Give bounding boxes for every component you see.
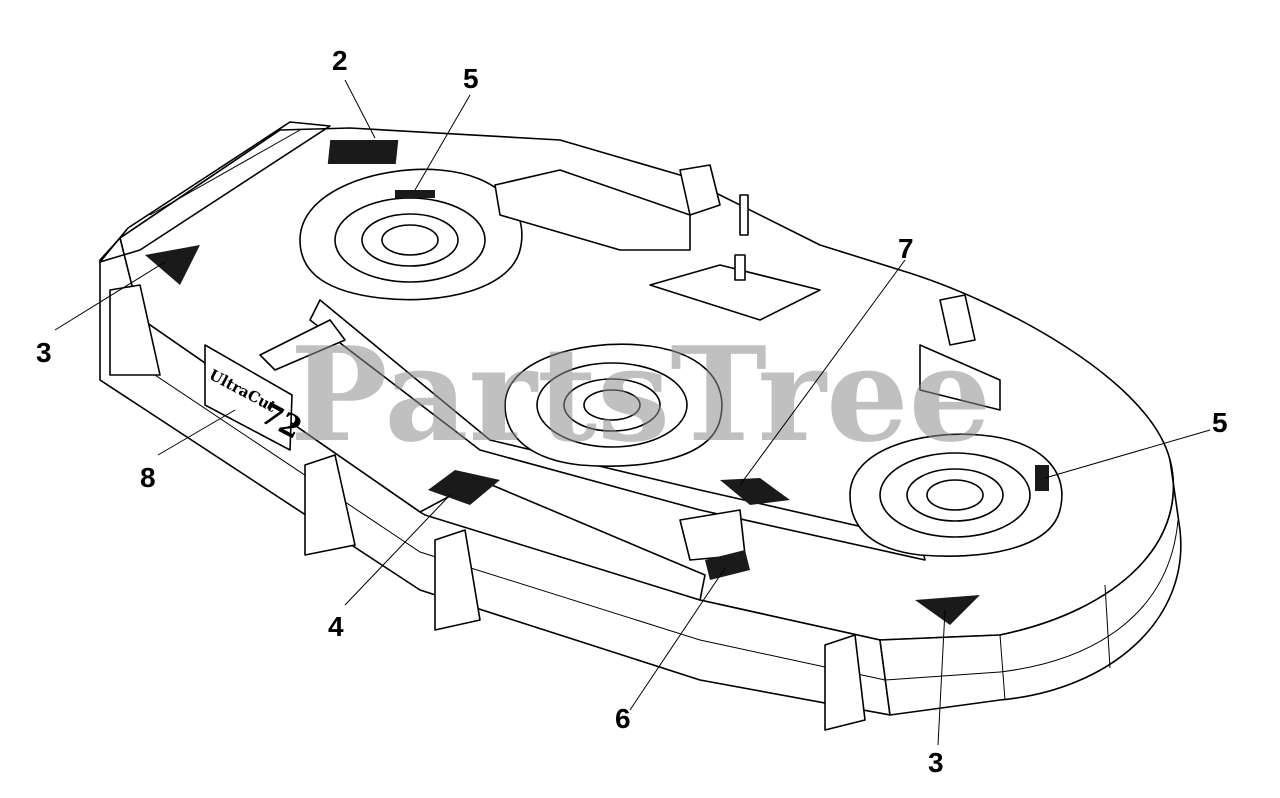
spindle-center [504,343,723,467]
leader-lines [54,79,1211,746]
callout-3-right: 3 [928,747,944,778]
callout-8: 8 [140,462,156,493]
callout-2: 2 [332,45,348,76]
callout-5-left: 5 [463,63,479,94]
callout-6: 6 [615,703,631,734]
watermark: PartsTree [290,318,991,471]
callouts: 2 5 3 8 4 7 5 6 3 [36,45,1228,778]
callout-7: 7 [898,233,914,264]
front-gusset-brackets [109,284,866,731]
callout-4: 4 [328,611,344,642]
callout-5-right: 5 [1212,407,1228,438]
callout-3-left: 3 [36,337,52,368]
rear-mount-brackets [494,164,1001,411]
spindle-right [849,433,1063,557]
decals [145,140,1049,625]
